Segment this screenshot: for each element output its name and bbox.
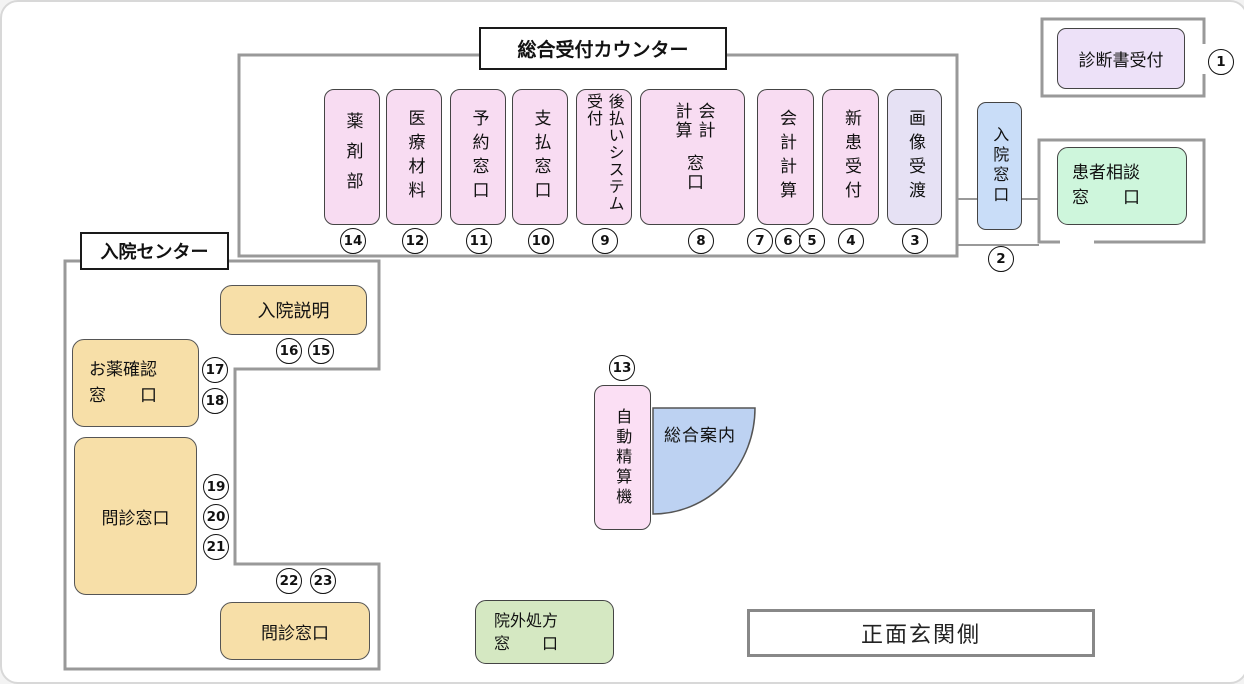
circled-number-7: 7 [747,228,773,254]
circled-number-4: 4 [838,228,864,254]
circled-number-5: 5 [799,228,825,254]
circled-number-15: 15 [308,338,334,364]
interview-window-small-box: 問診窓口 [220,602,370,660]
booth-label: 画像受渡 [904,109,925,205]
circled-number-21: 21 [203,534,229,560]
circled-number-13: 13 [609,355,635,381]
booth-label: 薬剤部 [342,112,363,202]
counter-title: 総合受付カウンター [479,27,727,70]
circled-number-14: 14 [340,228,366,254]
self-payment-kiosk-box: 自動精算機 [594,385,651,530]
admission-window-connectors [957,198,1039,246]
circled-number-23: 23 [310,568,336,594]
circled-number-2: 2 [988,246,1014,272]
patient-consultation-line2: 窓 口 [1072,188,1140,208]
booth-label: 医療材料 [404,109,425,205]
booth-label: 会計計算 [775,109,796,205]
circled-number-8: 8 [688,228,714,254]
booth-label: 予約窓口 [468,109,489,205]
admission-window-box: 入院窓口 [977,102,1022,230]
circled-number-10: 10 [528,228,554,254]
information-desk-shape [652,407,756,515]
medicine-check-box: お薬確認 窓 口 [72,339,199,427]
counter-title-label: 総合受付カウンター [517,39,689,61]
certificate-reception-label: 診断書受付 [1078,51,1164,71]
patient-consultation-line1: 患者相談 [1072,162,1140,183]
admission-briefing-label: 入院説明 [257,301,330,322]
outside-pharmacy-line2: 窓 口 [494,634,559,653]
circled-number-16: 16 [276,338,302,364]
circled-number-3: 3 [902,228,928,254]
booth-label: 新患受付 [840,109,861,205]
booth-label: 支払窓口 [530,109,551,205]
interview-window-small-label: 問診窓口 [261,623,329,644]
front-entrance-label: 正面玄関側 [860,623,981,648]
booth-accounting-calc: 会計計算 [757,89,814,225]
admission-briefing-box: 入院説明 [220,285,367,335]
circled-number-11: 11 [466,228,492,254]
circled-number-6: 6 [775,228,801,254]
outside-pharmacy-box: 院外処方 窓 口 [475,600,614,664]
certificate-frame [1040,17,1206,98]
booth-payment-window: 支払窓口 [512,89,568,225]
admission-window-label: 入院窓口 [990,126,1010,206]
patient-consultation-box: 患者相談 窓 口 [1057,147,1187,225]
self-payment-kiosk-label: 自動精算機 [613,407,633,508]
admission-center-title-label: 入院センター [100,242,209,263]
admission-center-wall [63,259,381,671]
booth-label-bottom: 窓口 [682,154,703,192]
circled-number-22: 22 [276,568,302,594]
booth-accounting-window: 会計計算 窓口 [640,89,745,225]
booth-label-top: 会計計算 [671,102,715,140]
circled-number-18: 18 [202,388,228,414]
booth-deferred-payment-reception: 後払いシステム受付 [576,89,632,225]
booth-label: 後払いシステム受付 [584,93,625,212]
front-entrance-box: 正面玄関側 [747,609,1095,657]
admission-center-title: 入院センター [80,232,229,270]
outside-pharmacy-line1: 院外処方 [494,610,559,630]
consultation-frame [1037,138,1206,244]
booth-reservation-window: 予約窓口 [450,89,506,225]
interview-window-large-box: 問診窓口 [74,437,197,595]
circled-number-9: 9 [592,228,618,254]
booth-image-handover: 画像受渡 [887,89,942,225]
circled-number-17: 17 [202,357,228,383]
circled-number-19: 19 [203,474,229,500]
information-desk-label: 総合案内 [664,426,736,446]
certificate-reception-box: 診断書受付 [1057,28,1185,89]
interview-window-large-label: 問診窓口 [101,508,170,529]
booth-pharmacy-dept: 薬剤部 [324,89,380,225]
circled-number-12: 12 [402,228,428,254]
medicine-check-line2: 窓 口 [89,386,157,406]
booth-medical-supplies: 医療材料 [386,89,442,225]
circled-number-1: 1 [1208,49,1234,75]
booth-new-patient-reception: 新患受付 [822,89,879,225]
circled-number-20: 20 [203,504,229,530]
medicine-check-line1: お薬確認 [89,359,157,380]
